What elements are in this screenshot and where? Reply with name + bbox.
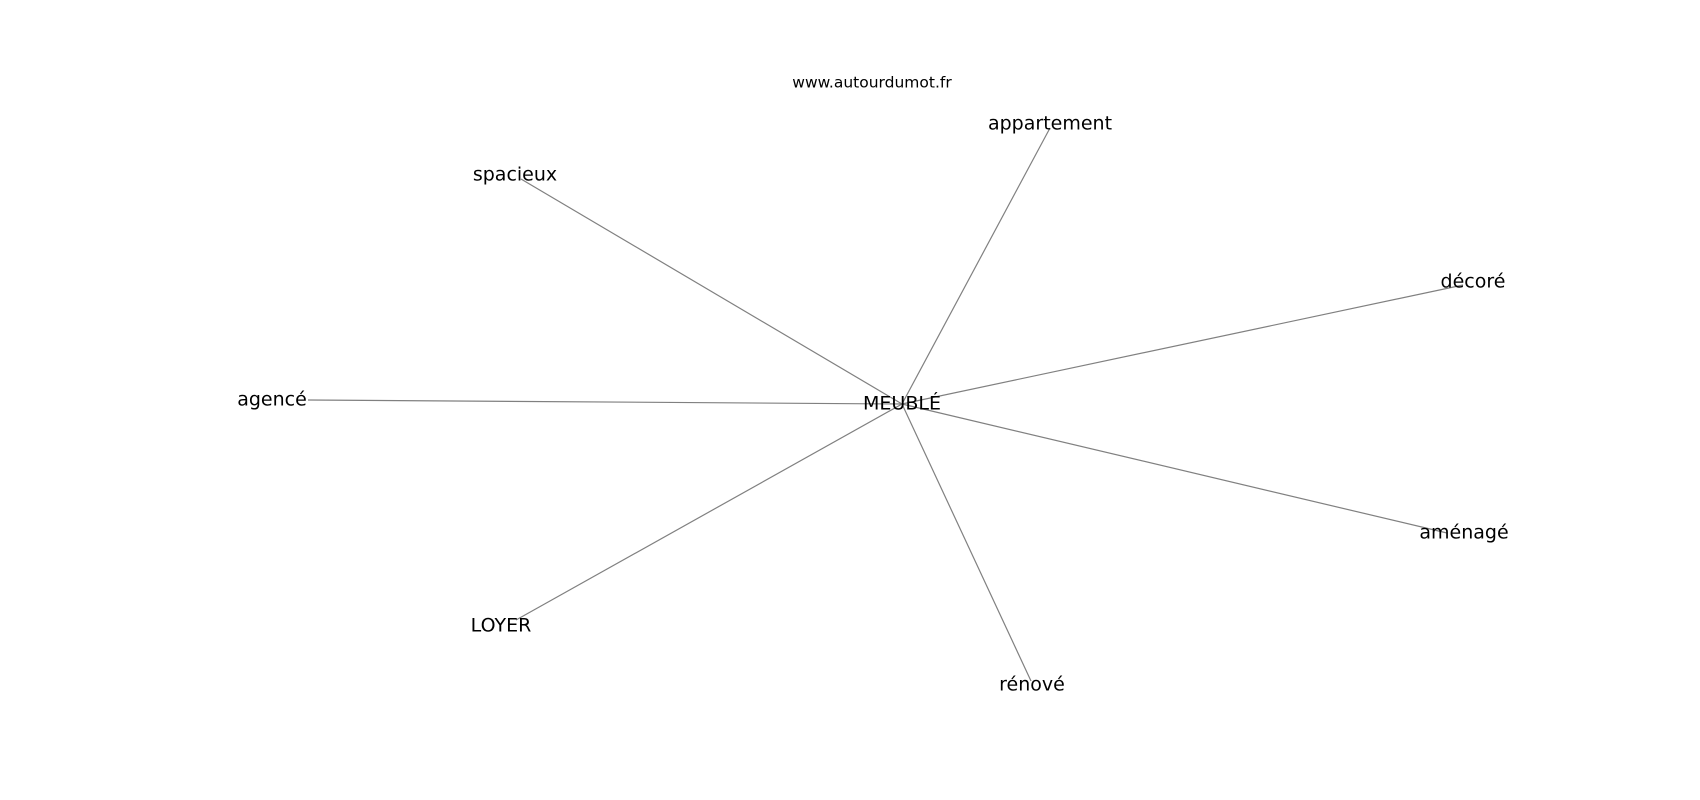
node-label-amenage[interactable]: aménagé bbox=[1419, 522, 1508, 544]
edges-group bbox=[307, 127, 1464, 682]
edge-center-agence bbox=[307, 399, 903, 405]
watermark-text: www.autourdumot.fr bbox=[792, 74, 952, 92]
edge-center-renove bbox=[901, 403, 1032, 682]
node-label-spacieux[interactable]: spacieux bbox=[473, 164, 557, 186]
edge-center-loyer bbox=[515, 403, 903, 621]
edge-center-amenage bbox=[901, 403, 1448, 534]
node-label-renove[interactable]: rénové bbox=[999, 674, 1065, 696]
node-label-agence[interactable]: agencé bbox=[237, 389, 307, 411]
labels-group: MEUBLÉ appartement spacieux décoré agencé amé… bbox=[237, 113, 1508, 696]
node-label-appartement[interactable]: appartement bbox=[988, 113, 1112, 135]
edge-center-decore bbox=[901, 284, 1464, 405]
edge-center-spacieux bbox=[520, 178, 903, 405]
center-node-label[interactable]: MEUBLÉ bbox=[863, 392, 941, 415]
node-label-decore[interactable]: décoré bbox=[1441, 271, 1506, 293]
node-label-loyer[interactable]: LOYER bbox=[471, 615, 532, 637]
edge-center-appartement bbox=[901, 127, 1051, 405]
